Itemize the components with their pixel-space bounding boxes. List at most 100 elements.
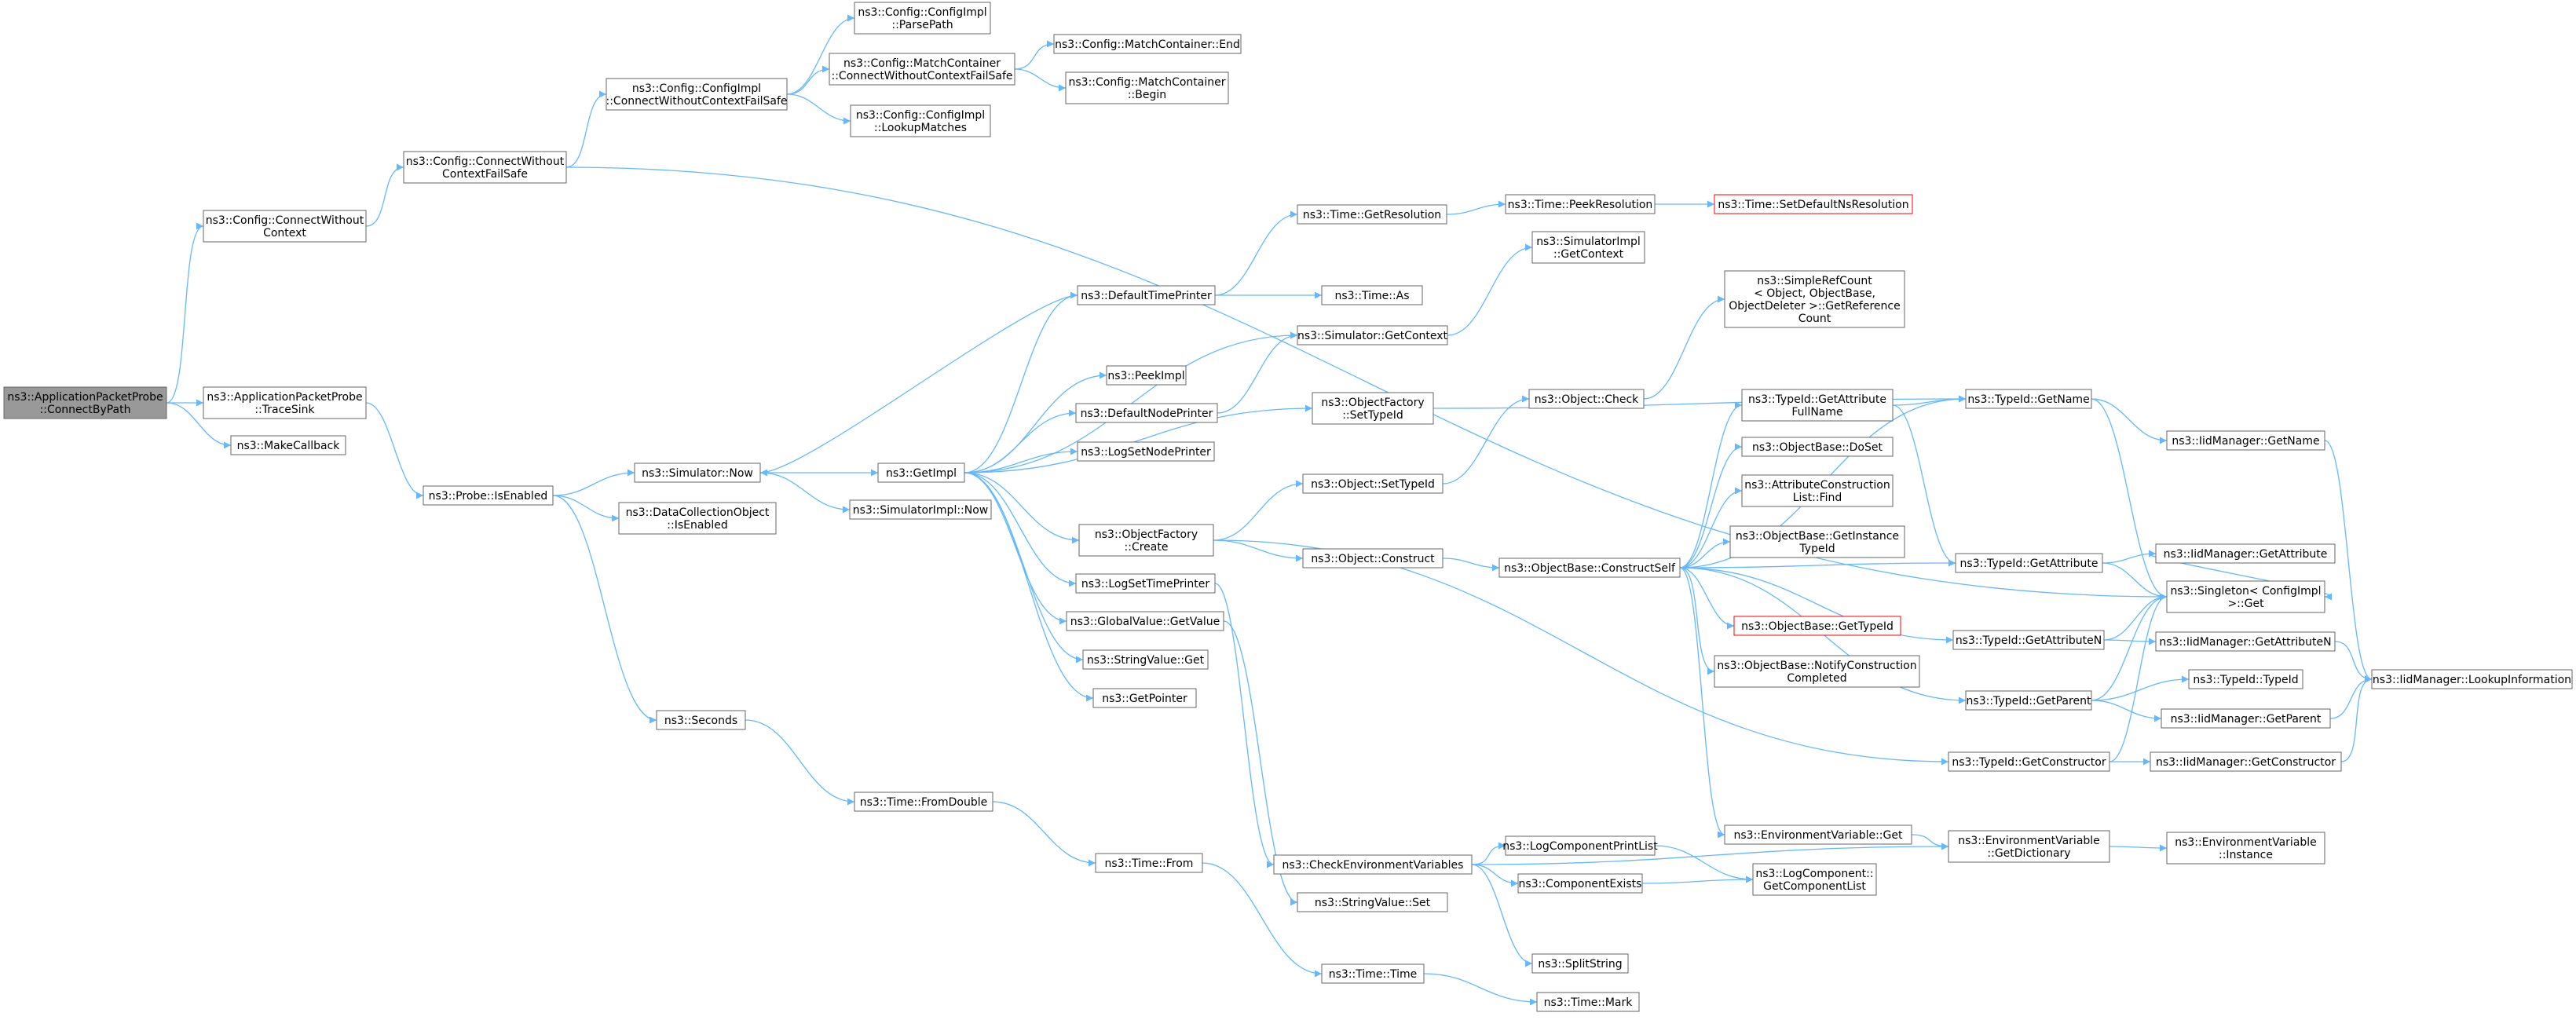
node-n9[interactable]: ns3::Config::ConfigImpl::LookupMatches [850, 104, 991, 137]
node-box [2161, 708, 2331, 729]
node-n38[interactable]: ns3::Object::SetTypeId [1302, 473, 1444, 494]
node-n62[interactable]: ns3::IidManager::GetName [2166, 430, 2325, 451]
edge-n42-n44 [1679, 443, 1743, 568]
node-n8[interactable]: ns3::Config::MatchContainer::Begin [1065, 71, 1229, 104]
node-n60[interactable]: ns3::TypeId::GetConstructor [1948, 751, 2110, 772]
node-n22[interactable]: ns3::DefaultTimePrinter [1077, 285, 1216, 305]
node-n28[interactable]: ns3::GlobalValue::GetValue [1066, 611, 1224, 631]
node-n65[interactable]: ns3::IidManager::GetAttributeN [2155, 631, 2336, 652]
node-n58[interactable]: ns3::TypeId::GetAttributeN [1952, 630, 2105, 650]
node-n52[interactable]: ns3::LogComponentPrintList [1502, 835, 1658, 856]
node-n27[interactable]: ns3::LogSetTimePrinter [1075, 573, 1216, 594]
edge-n10-n12 [365, 402, 424, 499]
node-n29[interactable]: ns3::StringValue::Get [1082, 649, 1209, 670]
node-n66[interactable]: ns3::TypeId::TypeId [2188, 669, 2303, 689]
node-n10[interactable]: ns3::ApplicationPacketProbe::TraceSink [203, 386, 367, 419]
node-n21[interactable]: ns3::Time::Mark [1536, 992, 1640, 1012]
edge-n16-n27 [964, 472, 1077, 587]
node-label: ns3::Config::MatchContainer [843, 57, 1001, 70]
node-n44[interactable]: ns3::ObjectBase::DoSet [1741, 437, 1894, 457]
node-label: ::Create [1125, 541, 1169, 554]
node-n70[interactable]: ns3::IidManager::LookupInformation [2371, 669, 2573, 689]
node-label: ns3::ObjectBase::GetTypeId [1741, 620, 1894, 633]
node-n67[interactable]: ns3::IidManager::GetParent [2161, 708, 2331, 729]
node-label: ns3::TypeId::GetConstructor [1952, 756, 2106, 769]
node-n30[interactable]: ns3::GetPointer [1092, 688, 1197, 708]
edge-n63-n64 [2150, 553, 2333, 601]
node-n55[interactable]: ns3::LogComponent::GetComponentList [1752, 863, 1877, 896]
node-label: ns3::IidManager::GetAttributeN [2159, 636, 2331, 649]
node-n12[interactable]: ns3::Probe::IsEnabled [423, 485, 554, 506]
node-n50[interactable]: ns3::CheckEnvironmentVariables [1273, 854, 1473, 875]
node-n2[interactable]: ns3::Config::ConnectWithoutContext [203, 210, 367, 243]
node-n39[interactable]: ns3::Object::Construct [1302, 548, 1444, 568]
node-n54[interactable]: ns3::SplitString [1531, 953, 1629, 974]
node-n69[interactable]: ns3::EnvironmentVariable::Instance [2166, 832, 2325, 865]
node-box [2166, 580, 2325, 613]
node-n56[interactable]: ns3::TypeId::GetName [1965, 389, 2092, 409]
node-n7[interactable]: ns3::Config::MatchContainer::End [1053, 34, 1242, 54]
edge-n50-n53 [1471, 864, 1519, 887]
node-n35[interactable]: ns3::SimulatorImpl::GetContext [1531, 231, 1645, 264]
node-label: ns3::LogSetTimePrinter [1081, 578, 1210, 590]
node-n5[interactable]: ns3::Config::ConfigImpl::ParsePath [854, 2, 991, 35]
edge-n42-n48 [1679, 567, 1715, 675]
edge-n56-n64 [2091, 398, 2168, 601]
node-box [850, 104, 991, 137]
node-n49[interactable]: ns3::EnvironmentVariable::Get [1724, 824, 1912, 845]
node-box [618, 502, 777, 535]
node-label: ns3::LogComponentPrintList [1502, 840, 1658, 853]
node-n16[interactable]: ns3::GetImpl [877, 462, 965, 483]
node-n13[interactable]: ns3::Simulator::Now [634, 462, 761, 483]
node-n40[interactable]: ns3::Object::Check [1528, 389, 1645, 409]
node-n37[interactable]: ns3::ObjectFactory::SetTypeId [1312, 392, 1434, 425]
node-n20[interactable]: ns3::Time::Time [1321, 963, 1425, 984]
node-n47[interactable]: ns3::ObjectBase::GetTypeId [1733, 616, 1901, 636]
node-n34[interactable]: ns3::Time::As [1321, 285, 1423, 305]
node-n25[interactable]: ns3::LogSetNodePrinter [1077, 441, 1215, 462]
node-n24[interactable]: ns3::DefaultNodePrinter [1075, 403, 1218, 423]
node-n26[interactable]: ns3::ObjectFactory::Create [1078, 524, 1214, 557]
node-n57[interactable]: ns3::TypeId::GetAttribute [1955, 553, 2103, 573]
node-n41[interactable]: ns3::SimpleRefCount< Object, ObjectBase,… [1724, 270, 1905, 328]
edge-n67-n70 [2329, 675, 2373, 719]
node-n23[interactable]: ns3::PeekImpl [1106, 365, 1187, 386]
node-box [1297, 325, 1448, 345]
node-n33[interactable]: ns3::Time::SetDefaultNsResolution [1714, 194, 1913, 214]
node-box [1531, 953, 1629, 974]
node-n42[interactable]: ns3::ObjectBase::ConstructSelf [1498, 558, 1681, 578]
node-n59[interactable]: ns3::TypeId::GetParent [1965, 690, 2092, 711]
edge-n19-n20 [1202, 862, 1323, 978]
node-n14[interactable]: ns3::DataCollectionObject::IsEnabled [618, 502, 777, 535]
node-n53[interactable]: ns3::ComponentExists [1517, 873, 1643, 894]
edge-n42-n43 [1679, 401, 1743, 568]
node-n36[interactable]: ns3::Simulator::GetContext [1297, 325, 1448, 345]
node-n1[interactable]: ns3::ApplicationPacketProbe::ConnectByPa… [3, 386, 167, 419]
node-n19[interactable]: ns3::Time::From [1095, 853, 1203, 873]
node-n32[interactable]: ns3::Time::PeekResolution [1505, 194, 1656, 214]
node-n17[interactable]: ns3::Seconds [656, 710, 746, 730]
node-n3[interactable]: ns3::Config::ConnectWithoutContextFailSa… [403, 151, 567, 184]
node-n6[interactable]: ns3::Config::MatchContainer::ConnectWith… [829, 53, 1015, 86]
node-label: ns3::TypeId::TypeId [2193, 674, 2298, 686]
node-n18[interactable]: ns3::Time::FromDouble [854, 792, 993, 812]
node-n63[interactable]: ns3::IidManager::GetAttribute [2155, 543, 2336, 564]
node-n31[interactable]: ns3::Time::GetResolution [1297, 204, 1447, 225]
node-n61[interactable]: ns3::EnvironmentVariable::GetDictionary [1948, 830, 2110, 863]
node-n68[interactable]: ns3::IidManager::GetConstructor [2150, 751, 2342, 772]
node-n11[interactable]: ns3::MakeCallback [230, 435, 346, 455]
node-n4[interactable]: ns3::Config::ConfigImpl::ConnectWithoutC… [606, 78, 788, 111]
node-n64[interactable]: ns3::Singleton< ConfigImpl >::Get [2166, 580, 2325, 613]
node-box [2166, 430, 2325, 451]
node-n48[interactable]: ns3::ObjectBase::NotifyConstructionCompl… [1714, 655, 1920, 688]
node-label: ns3::ObjectBase::ConstructSelf [1504, 562, 1676, 575]
node-box [1066, 611, 1224, 631]
node-label: ns3::TypeId::GetAttributeN [1956, 634, 2102, 647]
node-n15[interactable]: ns3::SimulatorImpl::Now [849, 499, 992, 520]
node-n51[interactable]: ns3::StringValue::Set [1297, 892, 1448, 912]
edge-n24-n36 [1217, 331, 1298, 414]
